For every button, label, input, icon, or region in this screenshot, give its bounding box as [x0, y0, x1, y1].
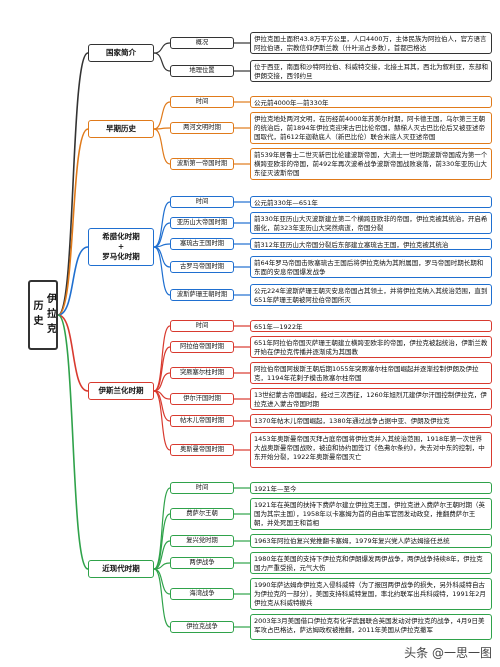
topic-label: 费萨尔王朝	[170, 508, 234, 520]
topic-label: 概况	[170, 37, 234, 49]
topic-description: 651年—1922年	[250, 320, 492, 332]
topic-label: 阿拉伯帝国时期	[170, 341, 234, 353]
topic-label: 时间	[170, 96, 234, 108]
topic-label: 海湾战争	[170, 588, 234, 600]
topic-description: 前312年亚历山大帝国分裂后东部建立塞琉古王国，伊拉克被其统治	[250, 238, 492, 250]
topic-label: 伊拉克战争	[170, 621, 234, 633]
topic-description: 651年阿拉伯帝国灭萨珊王朝建立横跨亚欧非的帝国，伊拉克被起统治，伊斯兰教开始在…	[250, 336, 492, 358]
watermark: 头条 @一思一图	[404, 646, 492, 660]
topic-description: 伊拉克国土面积43.8万平方公里，人口4400万，主体民族为阿拉伯人，官方语言阿…	[250, 32, 492, 54]
topic-label: 奥斯曼帝国时期	[170, 444, 234, 456]
topic-label: 帖木儿帝国时期	[170, 415, 234, 427]
topic-description: 1921年—至今	[250, 482, 492, 494]
topic-description: 1980年在美国的支持下伊拉克和伊朗爆发两伊战争，两伊战争持续8年，伊拉克国力严…	[250, 552, 492, 574]
section-node: 早期历史	[88, 120, 154, 138]
topic-description: 阿拉伯帝国阿拔斯王朝后期1055年突厥塞尔柱帝国崛起并逐渐控制伊朗及伊拉克，11…	[250, 362, 492, 384]
topic-label: 突厥塞尔柱时期	[170, 367, 234, 379]
topic-label: 时间	[170, 196, 234, 208]
topic-label: 波斯第一帝国时期	[170, 158, 234, 170]
topic-label: 伊尔汗国时期	[170, 393, 234, 405]
topic-description: 公元前4000年—前330年	[250, 96, 492, 108]
topic-description: 1990年萨达姆命伊拉克入侵科威特（为了报回两伊战争的损失，另外科威特自古为伊拉…	[250, 578, 492, 610]
topic-description: 2003年3月美国借口伊拉克有化学武器联合英国发动对伊拉克的战争，4月9日美军攻…	[250, 614, 492, 640]
topic-description: 1370年帖木儿帝国崛起，1380年通过战争占据中亚、伊朗及伊拉克	[250, 414, 492, 428]
topic-description: 13世纪蒙古帝国崛起，经过三次西征，1260年旭烈兀建伊尔汗国控制伊拉克，伊拉克…	[250, 388, 492, 410]
topic-description: 前64年罗马帝国击败塞琉古王国后将伊拉克纳为其附属国，罗马帝国时期长期和东面的安…	[250, 256, 492, 278]
topic-description: 1921年在英国的扶持下费萨尔建立伊拉克王国，伊拉克进入费萨尔王朝时期（英国为其…	[250, 498, 492, 530]
topic-label: 两河文明时期	[170, 122, 234, 134]
topic-description: 1453年奥斯曼帝国灭拜占庭帝国将伊拉克并入其统治范围，1918年第一次世界大战…	[250, 432, 492, 468]
topic-label: 两伊战争	[170, 557, 234, 569]
topic-label: 亚历山大帝国时期	[170, 217, 234, 229]
root-node: 伊拉克历史	[28, 280, 58, 350]
topic-label: 时间	[170, 482, 234, 494]
topic-description: 前539年居鲁士二世灭新巴比伦建波斯帝国，大流士一世时期波斯帝国成为第一个横跨亚…	[250, 148, 492, 180]
section-node: 国家简介	[88, 44, 154, 62]
topic-label: 时间	[170, 320, 234, 332]
topic-label: 地理位置	[170, 65, 234, 77]
topic-description: 伊拉克地处两河文明，在历经前4000年苏美尔时期，阿卡德王国，乌尔第三王朝的统治…	[250, 112, 492, 144]
topic-label: 塞琉古王国时期	[170, 238, 234, 250]
topic-description: 公元前330年—651年	[250, 196, 492, 208]
section-node: 希腊化时期 + 罗马化时期	[88, 228, 154, 266]
topic-description: 公元224年波斯萨珊王朝灭安息帝国占其领土，并将伊拉克纳入其统治范围，直到651…	[250, 284, 492, 306]
section-node: 伊斯兰化时期	[88, 382, 154, 400]
topic-label: 波斯萨珊王朝时期	[170, 289, 234, 301]
topic-description: 位于西亚，南面和沙特阿拉伯、科威特交接，北接土耳其，西北为叙利亚，东部和伊朗交接…	[250, 60, 492, 82]
topic-label: 古罗马帝国时期	[170, 261, 234, 273]
topic-description: 前330年亚历山大灭波斯建立第二个横跨亚欧非的帝国，伊拉克被其统治，开启希腊化，…	[250, 212, 492, 234]
topic-description: 1963年阿拉伯复兴党推翻卡塞姆，1979年复兴党人萨达姆接任总统	[250, 534, 492, 548]
section-node: 近现代时期	[88, 560, 154, 578]
topic-label: 复兴党时期	[170, 535, 234, 547]
